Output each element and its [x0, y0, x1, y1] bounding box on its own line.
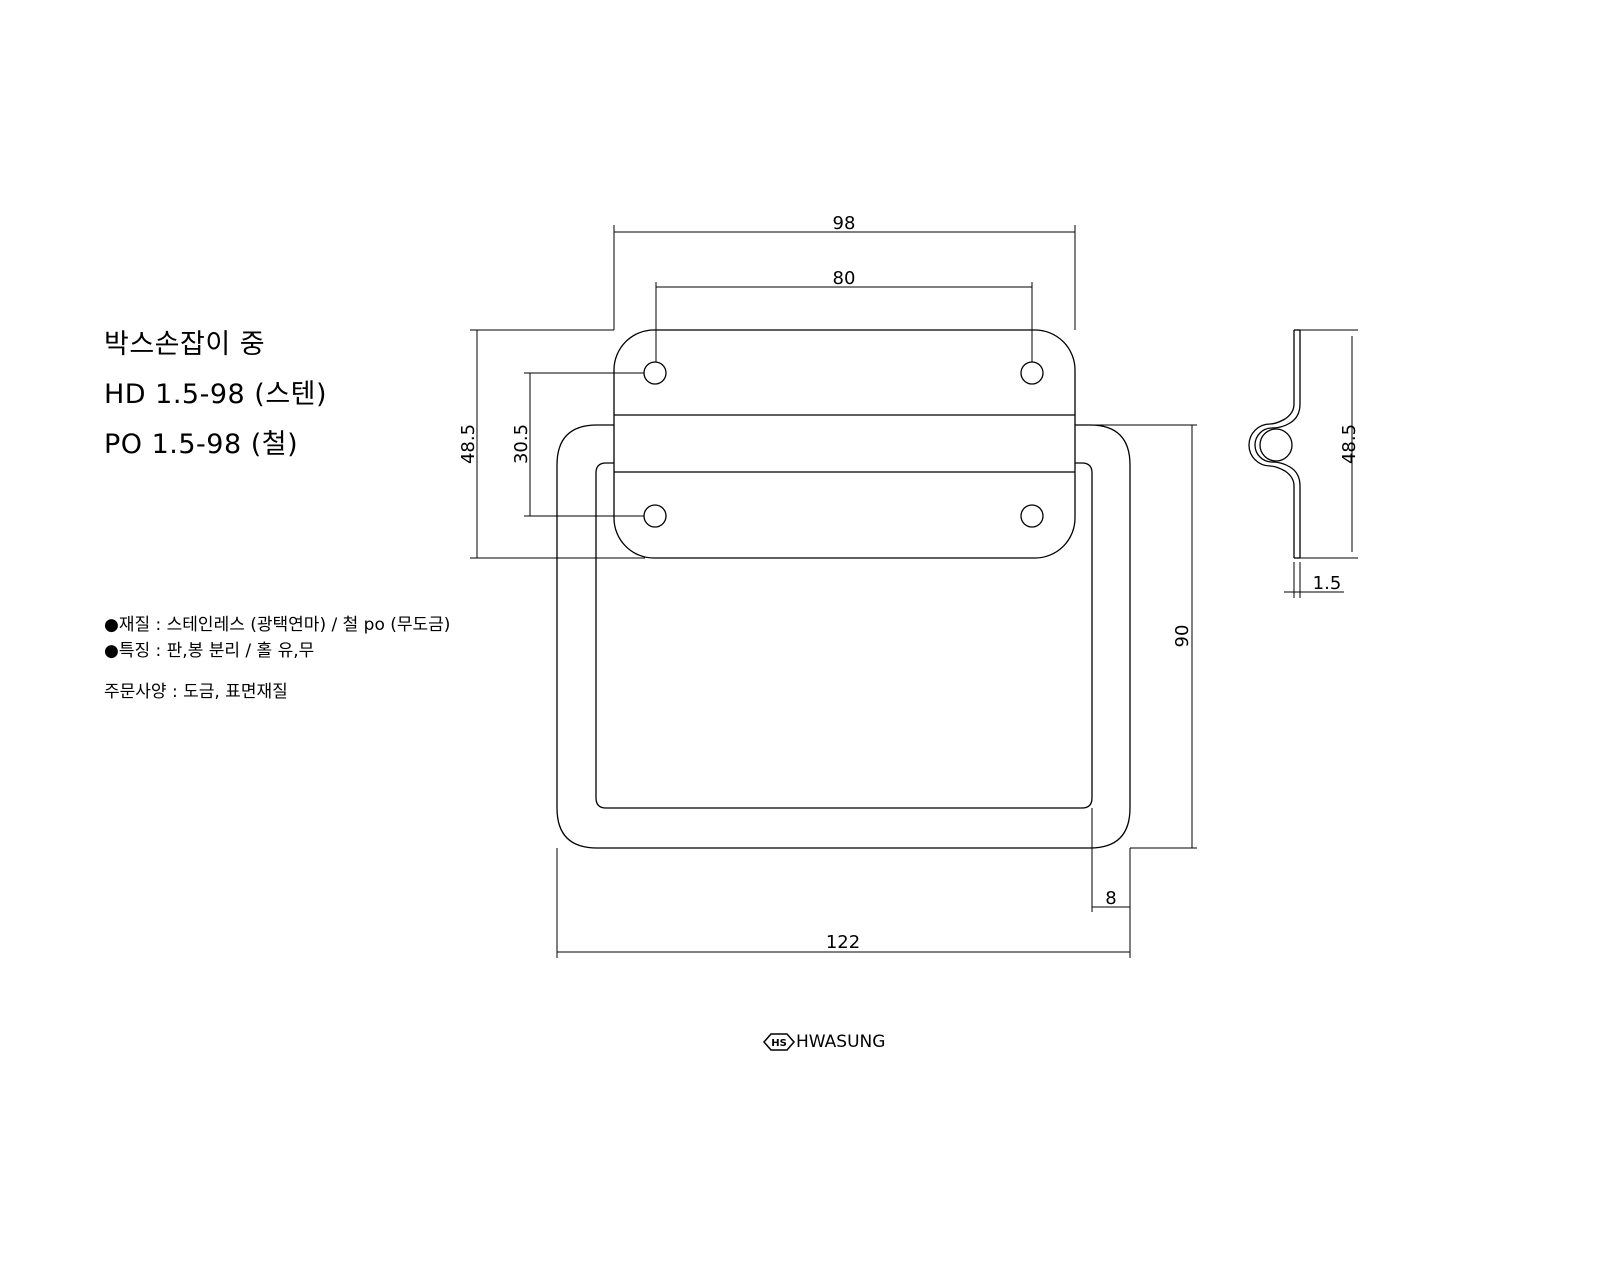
handle-inner	[595, 462, 1093, 809]
side-view	[1248, 329, 1301, 559]
dimension-98: 98	[613, 213, 1076, 330]
logo-text: HWASUNG	[796, 1032, 886, 1052]
svg-text:90: 90	[1172, 625, 1193, 648]
dimension-8: 8	[1091, 808, 1131, 958]
dimension-90: 90	[1075, 424, 1197, 849]
hwasung-logo: HS HWASUNG	[762, 1032, 885, 1052]
svg-text:98: 98	[833, 213, 856, 234]
svg-text:122: 122	[826, 932, 860, 953]
svg-text:1.5: 1.5	[1313, 573, 1342, 594]
dimension-1-5: 1.5	[1284, 562, 1344, 598]
svg-text:HS: HS	[771, 1038, 787, 1049]
hs-logo-mark-icon: HS	[763, 1033, 795, 1051]
svg-text:80: 80	[833, 268, 856, 289]
model-iron: PO 1.5-98 (철)	[104, 429, 299, 460]
svg-text:8: 8	[1105, 888, 1116, 909]
handle-outer	[556, 424, 1131, 849]
product-name: 박스손잡이 중	[104, 329, 266, 360]
dimension-80: 80	[655, 268, 1033, 362]
svg-text:48.5: 48.5	[458, 424, 479, 464]
mounting-plate	[613, 329, 1076, 559]
dimension-48-5-left: 48.5	[458, 329, 645, 559]
mounting-hole	[1020, 504, 1044, 528]
model-stainless: HD 1.5-98 (스텐)	[104, 379, 328, 410]
order-spec-note: 주문사양 : 도금, 표면재질	[104, 682, 288, 702]
svg-text:48.5: 48.5	[1339, 424, 1360, 464]
feature-note: ●특징 : 판,봉 분리 / 홀 유,무	[104, 641, 315, 661]
dimension-30-5: 30.5	[511, 372, 644, 517]
dimension-48-5-side: 48.5	[1300, 329, 1360, 559]
svg-text:30.5: 30.5	[511, 424, 532, 464]
dimension-122: 122	[556, 848, 1130, 958]
material-note: ●재질 : 스테인레스 (광택연마) / 철 po (무도금)	[104, 615, 451, 635]
